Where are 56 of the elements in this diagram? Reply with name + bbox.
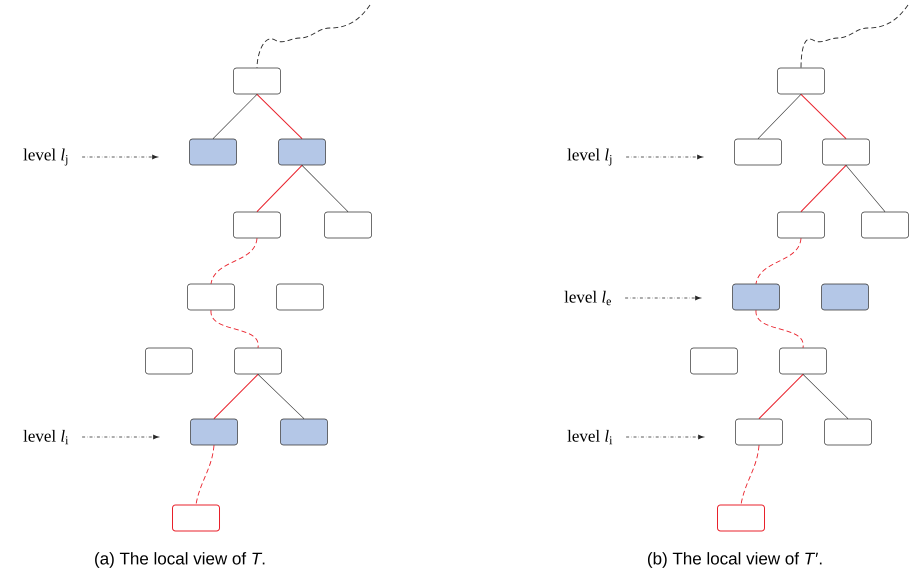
- tree-edge: [210, 310, 258, 348]
- level-label: level l$_{j}$: [23, 148, 68, 166]
- arrow: [82, 434, 159, 440]
- tree-node-box: [233, 68, 281, 94]
- level-label: level l$_{j}$: [567, 148, 612, 166]
- level-label: level l$_{i}$: [567, 430, 612, 444]
- tree-edge: [210, 238, 258, 284]
- wavy-line: [256, 4, 370, 68]
- tree-edge: [740, 444, 760, 505]
- tree-node-box: [822, 138, 870, 166]
- tree-node-box: [735, 418, 783, 446]
- tree-edge: [758, 374, 804, 420]
- tree-edge: [302, 165, 348, 212]
- level-label: level l$_{i}$: [23, 430, 68, 444]
- tree-node-box: [189, 138, 237, 166]
- tree-edge: [256, 164, 302, 212]
- caption: (b) The local view of T′.: [648, 552, 822, 568]
- tree-node-box: [276, 284, 324, 310]
- tree-node-box: [278, 138, 326, 166]
- tree-node-box: [861, 212, 909, 238]
- tree-node-box: [690, 348, 738, 374]
- tree-edge: [214, 374, 258, 420]
- tree-node-box: [324, 212, 372, 238]
- level-label: level l$_{e}$: [564, 290, 611, 306]
- tree-node-box: [172, 504, 220, 532]
- tree-node-box: [824, 418, 872, 446]
- tree-node-box: [234, 348, 282, 374]
- arrow: [626, 434, 704, 440]
- wavy-line: [800, 4, 908, 68]
- tree-node-box: [777, 68, 825, 94]
- arrow: [624, 296, 701, 300]
- tree-edge: [256, 94, 302, 140]
- tree-edge: [756, 310, 804, 348]
- tree-edge: [756, 238, 802, 284]
- arrow: [82, 154, 158, 160]
- tree-edge: [258, 374, 304, 419]
- tree-edge: [846, 165, 886, 212]
- tree-node-box: [734, 138, 782, 166]
- tree-node-box: [779, 348, 827, 374]
- tree-node-box: [732, 284, 780, 310]
- tree-node-box: [821, 284, 869, 310]
- tree-node-box: [717, 504, 765, 532]
- tree-node-box: [190, 418, 238, 446]
- tree-node-box: [233, 212, 281, 238]
- tree-edge: [758, 94, 802, 139]
- caption: (a) The local view of T.: [95, 552, 264, 568]
- tree-edge: [212, 94, 258, 139]
- tree-edge: [802, 374, 848, 419]
- tree-node-box: [280, 418, 328, 446]
- tree-node-box: [187, 284, 235, 310]
- tree-edge: [800, 164, 846, 212]
- tree-node-box: [777, 212, 825, 238]
- arrow: [626, 154, 703, 160]
- tree-node-box: [145, 348, 193, 374]
- tree-edge: [800, 94, 846, 140]
- tree-edge: [196, 444, 214, 505]
